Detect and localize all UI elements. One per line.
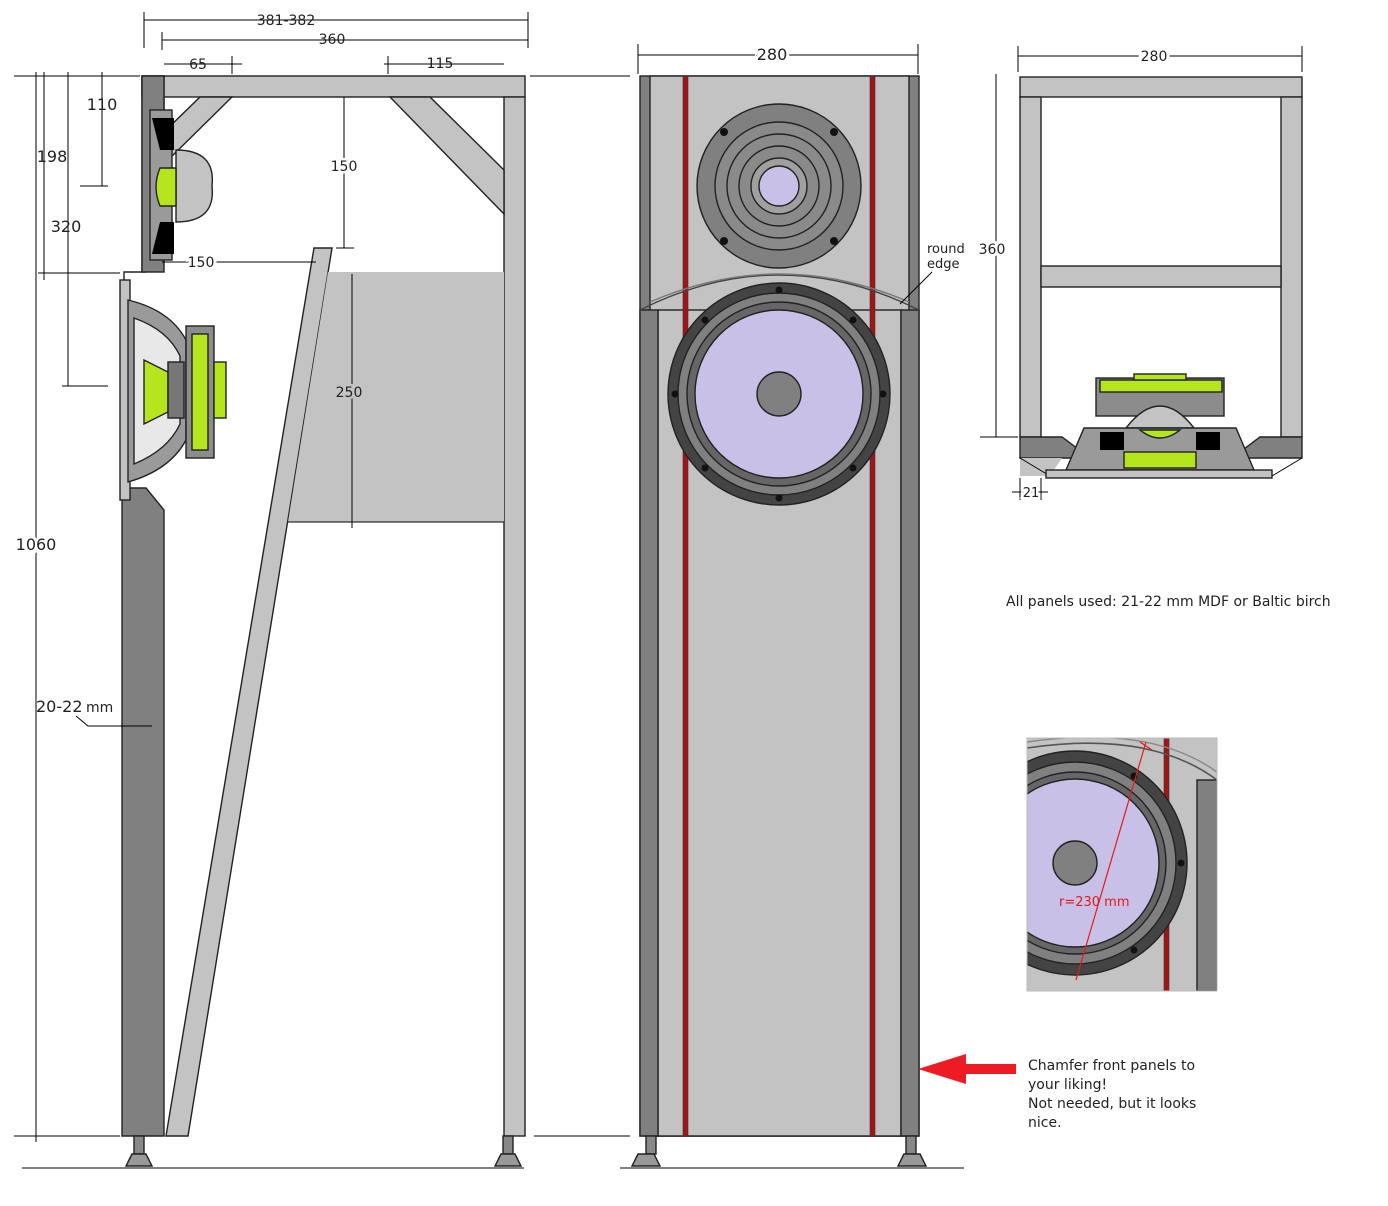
brace-rear-offset-label: 115: [427, 56, 454, 72]
tweeter-center-height-label: 110: [87, 95, 118, 114]
top-depth-label: 360: [979, 242, 1006, 258]
baffle-to-divider-label: 150: [188, 255, 215, 271]
wall-thickness-unit: mm: [86, 700, 113, 716]
round-edge-detail: r=230 mm: [1026, 737, 1218, 992]
chamfer-arrow-icon: [918, 1054, 1016, 1084]
tweeter-side-icon: [149, 109, 214, 261]
total-height-label: 1060: [16, 535, 57, 554]
brace-front-offset-label: 65: [189, 57, 207, 73]
panels-note: All panels used: 21-22 mm MDF or Baltic …: [1006, 594, 1331, 610]
woofer-center-height-label: 320: [51, 217, 82, 236]
wall-thickness-label: 20-22: [36, 697, 83, 716]
panel-thickness-label: 21: [1023, 486, 1040, 501]
divider-height-label: 250: [336, 385, 363, 401]
detail-radius-label: r=230 mm: [1059, 895, 1130, 910]
chamfer-note-line2: your liking!: [1028, 1077, 1107, 1093]
side-view: 381-382 360 65 115 110 198 320 1060 150 …: [13, 12, 630, 1169]
front-view: 280: [620, 42, 965, 1169]
brace-drop-label: 150: [331, 159, 358, 175]
round-edge-note-line1: round: [927, 242, 965, 257]
chamfer-note-line1: Chamfer front panels to: [1028, 1058, 1195, 1074]
chamfer-note-line4: nice.: [1028, 1115, 1062, 1131]
woofer-top-icon: [1045, 373, 1273, 479]
top-width-label: 280: [1141, 49, 1168, 65]
depth-total-label: 381-382: [257, 13, 316, 29]
front-width-label: 280: [757, 45, 788, 64]
woofer-front-icon: [667, 282, 891, 506]
top-view: 280 360 21: [976, 46, 1303, 504]
depth-inner-label: 360: [319, 32, 346, 48]
round-edge-note-line2: edge: [927, 257, 960, 272]
chamfer-note-line3: Not needed, but it looks: [1028, 1096, 1196, 1112]
woofer-side-icon: [119, 279, 227, 501]
tweeter-bottom-height-label: 198: [37, 147, 68, 166]
tweeter-front-icon: [696, 103, 862, 269]
